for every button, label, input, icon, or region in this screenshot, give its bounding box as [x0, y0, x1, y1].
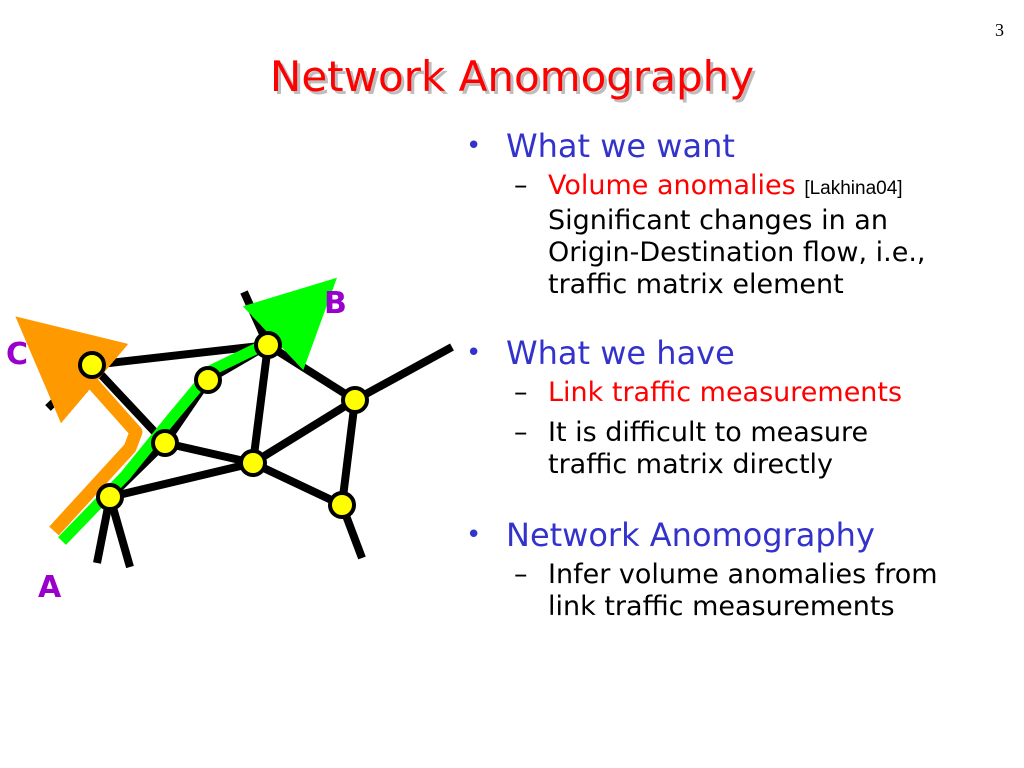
sub-line: Significant changes in an — [548, 205, 888, 236]
sub-line: It is difficult to measure — [548, 417, 869, 448]
bullet-list: • What we want – Volume anomalies [Lakhi… — [462, 128, 1022, 661]
network-diagram: A B C — [6, 277, 454, 605]
network-node — [239, 449, 267, 477]
dash-icon: – — [514, 559, 528, 590]
network-links — [45, 290, 454, 569]
bullet-group-what-we-want: • What we want – Volume anomalies [Lakhi… — [462, 128, 1022, 301]
network-node — [341, 386, 369, 414]
bullet-heading: What we want — [506, 127, 735, 165]
bullet-heading: Network Anomography — [506, 516, 875, 554]
sub-line: Link traffic measurements — [548, 377, 903, 408]
network-node — [96, 483, 124, 511]
bullet-dot-icon: • — [466, 131, 482, 161]
slide-title: Network Anomography — [269, 52, 755, 101]
network-link — [265, 341, 358, 404]
bullet-item: • What we want — [462, 128, 1022, 164]
network-node — [78, 351, 106, 379]
path-a-to-c — [15, 316, 143, 536]
dash-icon: – — [514, 170, 528, 201]
bullet-group-what-we-have: • What we have – Link traffic measuremen… — [462, 335, 1022, 481]
network-node — [194, 366, 222, 394]
sub-line: traffic matrix element — [548, 269, 844, 300]
network-node — [151, 429, 179, 457]
sub-item: – Infer volume anomalies from link traff… — [462, 559, 1022, 623]
network-node — [328, 491, 356, 519]
network-link — [249, 344, 272, 464]
network-link — [250, 396, 358, 467]
network-nodes — [78, 331, 369, 519]
network-link — [338, 399, 359, 506]
network-node — [254, 331, 282, 359]
sub-item: – It is difficult to measure traffic mat… — [462, 417, 1022, 481]
sub-line: traffic matrix directly — [548, 449, 834, 480]
network-link — [109, 459, 254, 501]
page-number: 3 — [995, 20, 1004, 40]
label-b: B — [324, 286, 347, 321]
bullet-item: • What we have — [462, 335, 1022, 371]
citation: [Lakhina04] — [804, 178, 903, 199]
bullet-heading: What we have — [506, 334, 735, 372]
sub-item: – Link traffic measurements — [462, 377, 1022, 409]
sub-item: – Volume anomalies [Lakhina04] Significa… — [462, 170, 1022, 301]
label-c: C — [6, 337, 28, 372]
bullet-dot-icon: • — [466, 338, 482, 368]
dash-icon: – — [514, 377, 528, 408]
sub-line: link traffic measurements — [548, 591, 895, 622]
sub-line: Infer volume anomalies from — [548, 559, 938, 590]
bullet-dot-icon: • — [466, 520, 482, 550]
network-link — [164, 439, 254, 467]
network-link — [251, 459, 344, 509]
sub-line: Origin-Destination flow, i.e., — [548, 237, 926, 268]
network-link-stub — [353, 343, 454, 404]
bullet-group-network-anomography: • Network Anomography – Infer volume ano… — [462, 517, 1022, 623]
bullet-item: • Network Anomography — [462, 517, 1022, 553]
dash-icon: – — [514, 417, 528, 448]
label-a: A — [38, 570, 62, 605]
volume-anomalies-term: Volume anomalies — [548, 170, 796, 201]
